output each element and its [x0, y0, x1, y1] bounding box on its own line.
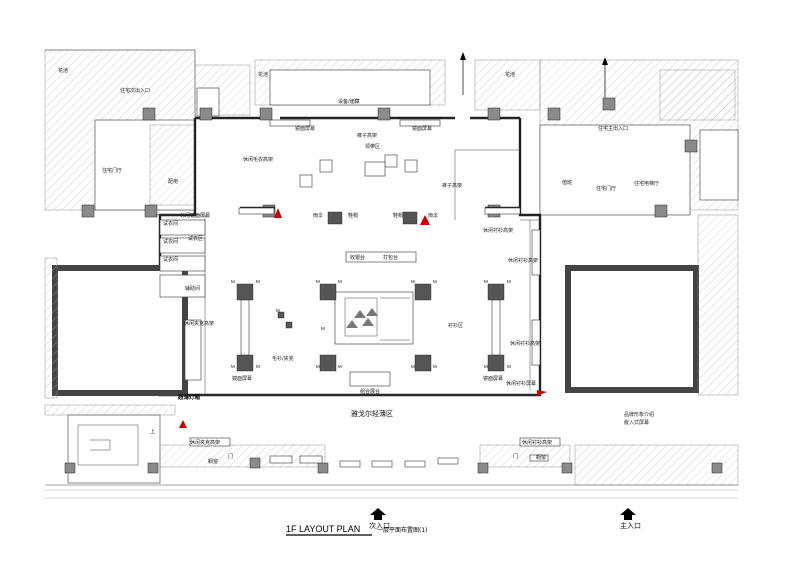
entrance-arrows [179, 52, 636, 520]
label-casual-screen-right: 休闲衬衫屏幕 [506, 380, 536, 387]
label-elevator-lobby-right: 住宅电梯厅 [634, 180, 659, 187]
bottom-facade [45, 444, 739, 499]
label-residential-entrance-left: 住宅次出入口 [120, 87, 150, 94]
label-screen-top-right: 镜面屏幕 [412, 125, 432, 132]
mannequin-m: M [338, 364, 342, 369]
label-residential-entrance-right: 住宅主出入口 [598, 125, 628, 132]
mannequin-m: M [433, 279, 437, 284]
label-distribution-left: 配电 [168, 178, 178, 185]
label-fitting-room-2: 试衣间 [163, 238, 178, 245]
label-storage-top: 设备/储藏 [338, 98, 360, 105]
stair-up-label: 上 [150, 428, 155, 435]
label-casual-shirt-rack-bottom: 休闲衬衫高架 [522, 439, 552, 446]
label-umbrella-right: 雨伞 [428, 212, 438, 219]
mannequin-m: M [484, 279, 488, 284]
label-shirt-zone: 衬衫区 [448, 322, 463, 329]
right-large-room [565, 214, 739, 396]
label-tie-zone: 领带区 [365, 143, 380, 150]
drawing-title-en: 1F LAYOUT PLAN [286, 524, 360, 534]
label-cashier: 收银台 [350, 254, 365, 261]
mannequin-m: M [484, 364, 488, 369]
plan-labels: 花池 花池 花池 设备/储藏 住宅次出入口 住宅主出入口 住宅门厅 住宅门厅 住… [58, 67, 659, 465]
mannequin-m: M [316, 279, 320, 284]
label-screen-top-left: 镜面屏幕 [295, 125, 315, 132]
label-accessories: 毛衫/夹克 [272, 355, 294, 362]
top-storage-area [194, 59, 541, 117]
label-super-light-box: 超薄灯箱 [177, 393, 201, 401]
label-distribution-right: 值班 [562, 179, 572, 186]
secondary-entrance-arrow [370, 508, 386, 520]
interior-walls [155, 149, 540, 396]
mannequin-m: M [507, 364, 511, 369]
central-stair [334, 291, 414, 345]
label-screen-mid-right: 镜面屏幕 [483, 375, 503, 382]
mannequin-markers: M M M M M M M M M M M M M M M M M M [231, 279, 511, 369]
left-residential-block [44, 49, 196, 211]
label-display-window-right: 橱窗 [536, 454, 546, 461]
mannequin-m: M [231, 279, 235, 284]
main-entrance-arrow [620, 508, 636, 520]
label-combination-table: 组合展台 [360, 388, 380, 395]
label-flower-right: 花池 [505, 71, 515, 78]
wall-racks [184, 119, 561, 447]
label-casual-rack-left: 休闲毛衣高架 [243, 156, 273, 163]
mannequin-m: M [411, 279, 415, 284]
label-flower-mid: 花池 [258, 71, 268, 78]
label-center-brand-zone: 雅戈尔轻薄区 [351, 409, 393, 418]
label-fitting-area: 试衣区 [188, 235, 203, 242]
mannequin-m: M [256, 279, 260, 284]
label-umbrella-left: 雨伞 [313, 212, 323, 219]
label-brand-intro: 品牌形象介绍 [624, 411, 654, 418]
mannequin-m: M [411, 364, 415, 369]
label-fitting-room-3: 试衣间 [163, 256, 178, 263]
label-pants-rack-right: 裤子高架 [442, 182, 462, 189]
mannequin-m: M [256, 364, 260, 369]
label-pants-rack-top: 裤子高架 [357, 132, 377, 139]
label-casual-jacket-rack-bottom: 休闲夹克高架 [190, 439, 220, 446]
label-exit-door-left: 门 [228, 453, 233, 460]
label-shoe-left: 鞋帽 [348, 212, 358, 219]
label-casual-rack-right-top: 休闲衬衫高架 [483, 227, 513, 234]
label-fitting-room-1: 试衣间 [163, 220, 178, 227]
label-display-window-left: 橱窗 [208, 458, 218, 465]
label-screen-mid-left: 镜面屏幕 [232, 375, 252, 382]
label-casual-rack-right-bottom: 休闲衬衫高架 [510, 340, 540, 347]
fitting-rooms [159, 219, 206, 298]
label-shoe-right: 鞋帽 [393, 212, 403, 219]
title-block: 1F LAYOUT PLAN 一层平面布置图(1) 次入口 主入口 [286, 521, 641, 536]
drawing-title-cn: 一层平面布置图(1) [377, 526, 428, 534]
label-casual-rack-mid-left: 休闲夹克高架 [184, 320, 214, 327]
label-residential-lobby-right: 住宅门厅 [596, 185, 616, 192]
label-flower-left: 花池 [58, 67, 68, 74]
mannequin-m: M [338, 279, 342, 284]
label-brand-intro-sub: 嵌入式屏幕 [624, 419, 649, 426]
mannequin-m: M [231, 364, 235, 369]
label-casual-screen-left: 休闲镜面屏幕 [180, 212, 210, 219]
label-casual-rack-right-mid: 休闲衬衫高架 [508, 257, 538, 264]
label-residential-lobby-left: 住宅门厅 [102, 167, 122, 174]
label-exit-door-right: 门 [513, 453, 518, 460]
main-entrance-label: 主入口 [620, 521, 641, 530]
display-islands [236, 154, 505, 387]
right-residential-block [539, 59, 739, 216]
mannequin-m: M [321, 326, 325, 331]
label-auxiliary-room: 辅助间 [185, 285, 200, 292]
mannequin-m: M [507, 279, 511, 284]
bottom-left-stair: 上 [44, 404, 176, 484]
mannequin-m: M [276, 308, 280, 313]
mannequin-m: M [433, 364, 437, 369]
label-packing: 打包台 [383, 254, 398, 261]
mannequin-m: M [316, 364, 320, 369]
secondary-entrance-label: 次入口 [369, 521, 390, 530]
